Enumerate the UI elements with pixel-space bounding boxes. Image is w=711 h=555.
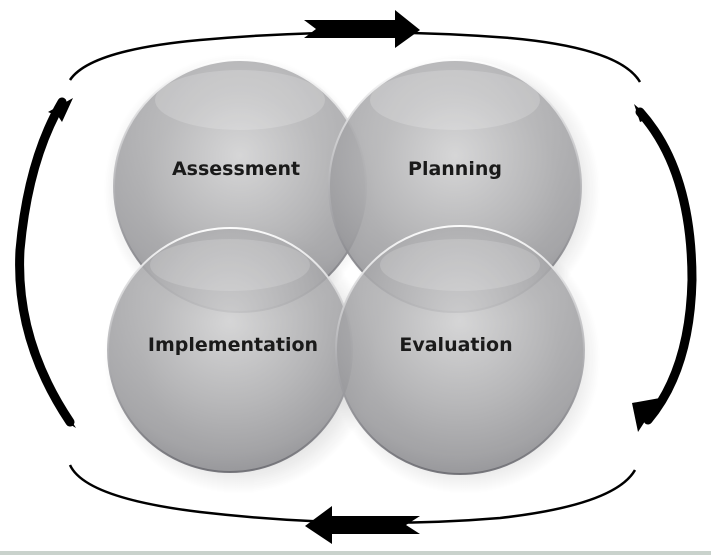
planning-label: Planning <box>408 158 502 180</box>
left-up-arrow-icon <box>48 98 73 122</box>
left-cycle-curve <box>15 97 75 427</box>
assessment-label: Assessment <box>172 158 300 180</box>
phase-circles <box>107 59 585 475</box>
bottom-edge-strip <box>0 551 711 555</box>
bottom-cycle-curve <box>68 464 637 525</box>
top-cycle-curve <box>68 31 642 83</box>
evaluation-circle <box>335 225 585 475</box>
top-right-arrow-icon <box>304 10 420 48</box>
bottom-left-arrow-icon <box>305 506 420 544</box>
left-bottom-cap <box>62 405 76 428</box>
right-cycle-curve <box>635 107 697 425</box>
evaluation-label: Evaluation <box>399 334 512 356</box>
right-down-arrow-icon <box>632 398 660 432</box>
implementation-label: Implementation <box>148 334 318 356</box>
circle-highlights <box>150 70 540 291</box>
right-top-cap <box>634 104 650 122</box>
